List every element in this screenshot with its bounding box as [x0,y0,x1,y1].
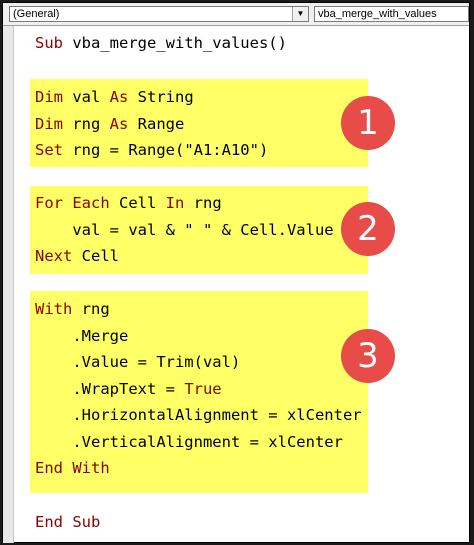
code-text: Cell [72,247,119,265]
keyword: End Sub [35,513,101,531]
code-line-with[interactable]: With rng [35,299,110,319]
code-text: .HorizontalAlignment = xlCenter [35,406,362,424]
highlight-block-3 [30,291,368,493]
code-line-end-with[interactable]: End With [35,458,110,478]
code-text: val = val & " " & Cell.Value [35,221,334,239]
code-text: .WrapText = [35,380,185,398]
code-window-toolbar: (General) ▼ vba_merge_with_values [3,3,469,26]
keyword: Sub [35,34,63,52]
code-text: rng [184,194,222,212]
code-text: .Value = Trim(val) [35,353,241,371]
code-line-merge[interactable]: .Merge [35,326,128,346]
keyword: As [109,88,129,106]
highlight-block-1 [30,79,368,167]
keyword: Set [35,141,63,159]
code-text: rng [72,300,110,318]
code-line-value[interactable]: .Value = Trim(val) [35,352,240,372]
code-line-end-sub[interactable]: End Sub [35,512,100,532]
keyword: Dim [35,115,63,133]
code-text: .VerticalAlignment = xlCenter [35,433,343,451]
code-line-next[interactable]: Next Cell [35,246,119,266]
code-line-for-each[interactable]: For Each Cell In rng [35,193,222,213]
object-dropdown-value: vba_merge_with_values [318,8,437,20]
code-line-val-assign[interactable]: val = val & " " & Cell.Value [35,220,334,240]
step-badge-3: 3 [341,329,395,383]
code-line-set[interactable]: Set rng = Range("A1:A10") [35,140,268,160]
keyword: Each [63,194,110,212]
keyword: With [35,300,73,318]
keyword: As [109,115,129,133]
highlight-block-2 [30,186,368,274]
code-line-wraptext[interactable]: .WrapText = True [35,379,222,399]
chevron-down-icon[interactable]: ▼ [292,7,308,21]
step-badge-2: 2 [341,202,395,256]
code-text: .Merge [35,327,129,345]
code-text: rng [63,115,110,133]
code-line-horizontal-alignment[interactable]: .HorizontalAlignment = xlCenter [35,405,362,425]
code-text: Range [128,115,185,133]
margin-indicator-bar [3,26,14,543]
keyword: True [184,380,222,398]
keyword: Dim [35,88,63,106]
object-dropdown[interactable]: vba_merge_with_values [314,6,469,22]
procedure-dropdown-value: (General) [13,8,60,20]
keyword: End With [35,459,110,477]
keyword: In [165,194,185,212]
step-badge-1: 1 [341,96,395,150]
code-text: vba_merge_with_values() [63,34,287,52]
procedure-dropdown[interactable]: (General) ▼ [9,6,309,22]
code-line-vertical-alignment[interactable]: .VerticalAlignment = xlCenter [35,432,343,452]
code-text: val [63,88,110,106]
code-text: rng = Range("A1:A10") [63,141,269,159]
code-line-dim-rng[interactable]: Dim rng As Range [35,114,184,134]
code-text: Cell [109,194,166,212]
code-line-dim-val[interactable]: Dim val As String [35,87,194,107]
code-text: String [128,88,194,106]
keyword: Next [35,247,73,265]
keyword: For [35,194,63,212]
code-line-sub[interactable]: Sub vba_merge_with_values() [35,33,287,53]
